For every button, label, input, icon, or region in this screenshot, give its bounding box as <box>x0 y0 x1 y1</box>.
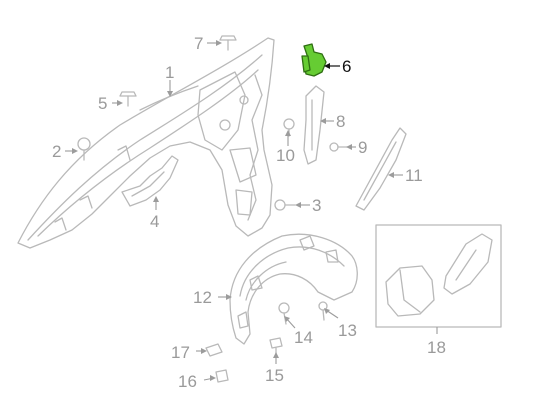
screw-part-13[interactable] <box>318 301 328 321</box>
bolt-part-2[interactable] <box>77 137 91 161</box>
callout-6[interactable]: 6 <box>342 57 351 76</box>
callout-8[interactable]: 8 <box>336 112 345 131</box>
bolt-part-7[interactable] <box>219 35 237 51</box>
callout-15[interactable]: 15 <box>265 366 284 385</box>
bracket-part-4[interactable] <box>121 155 179 207</box>
callout-4[interactable]: 4 <box>150 212 159 231</box>
bolt-part-3[interactable] <box>274 199 296 211</box>
bracket-part-8[interactable] <box>303 85 325 165</box>
callout-7[interactable]: 7 <box>194 34 203 53</box>
bolt-part-9[interactable] <box>329 142 349 152</box>
callout-11[interactable]: 11 <box>405 166 423 185</box>
callout-10[interactable]: 10 <box>276 146 295 165</box>
clip-part-16[interactable] <box>215 369 229 383</box>
strip-part-11[interactable] <box>355 127 407 211</box>
bracket-part-6-highlighted[interactable] <box>301 43 327 77</box>
bolt-part-5[interactable] <box>119 91 137 107</box>
callout-18[interactable]: 18 <box>427 338 446 357</box>
callout-3[interactable]: 3 <box>312 196 321 215</box>
callout-13[interactable]: 13 <box>338 321 357 340</box>
callout-14[interactable]: 14 <box>294 328 313 347</box>
callout-1[interactable]: 1 <box>165 63 174 82</box>
callout-labels: 1 2 3 4 5 6 7 8 9 10 11 12 13 14 15 16 1… <box>52 34 446 391</box>
callout-16[interactable]: 16 <box>178 372 197 391</box>
callout-17[interactable]: 17 <box>171 343 190 362</box>
wheel-liner-part-12[interactable] <box>229 233 358 345</box>
callout-5[interactable]: 5 <box>98 94 107 113</box>
callout-2[interactable]: 2 <box>52 142 61 161</box>
clip-part-17[interactable] <box>205 343 223 357</box>
callout-leaders <box>65 40 438 381</box>
kit-box-part-18[interactable] <box>375 224 502 328</box>
clip-part-14[interactable] <box>278 302 290 325</box>
callout-12[interactable]: 12 <box>193 288 212 307</box>
callout-9[interactable]: 9 <box>358 138 367 157</box>
